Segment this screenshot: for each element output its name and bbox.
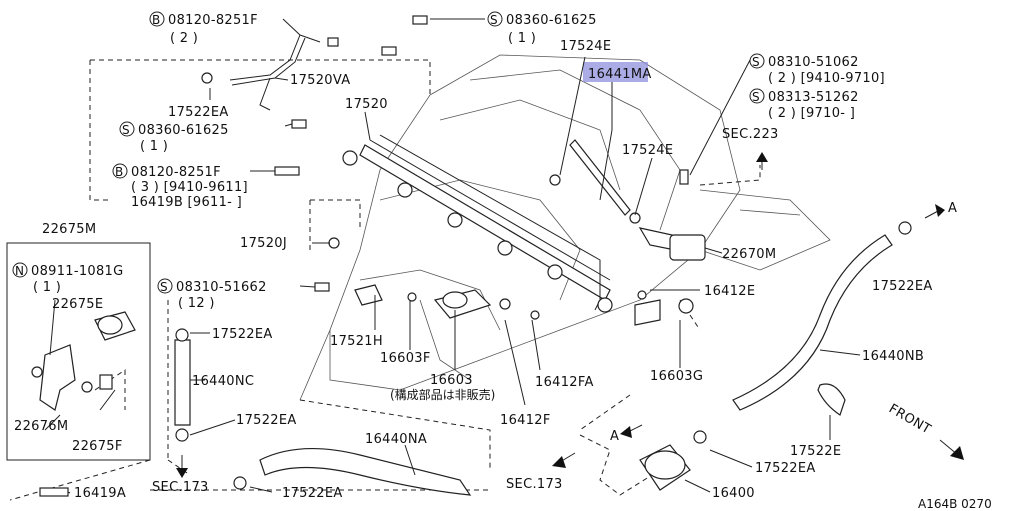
label-17524E-top: 17524E	[560, 39, 611, 54]
dashed-group-frames	[9, 59, 761, 501]
label-16412FA: 16412FA	[535, 375, 594, 390]
label-16440NC: 16440NC	[192, 374, 254, 389]
injector-port-3	[447, 212, 463, 228]
label-08313-51262: 08313-51262	[768, 90, 859, 105]
label-17520J: 17520J	[240, 236, 287, 251]
label-sec173-mid: SEC.173	[506, 477, 563, 492]
injector-port-5	[547, 264, 563, 280]
label-22675F: 22675F	[72, 439, 123, 454]
label-16603-note: (構成部品は非販売)	[390, 387, 495, 402]
label-front: FRONT	[886, 401, 933, 437]
label-17522E: 17522E	[790, 444, 841, 459]
label-sec173-left: SEC.173	[152, 480, 209, 495]
label-sec223: SEC.223	[722, 127, 779, 142]
label-16441MA: 16441MA	[588, 67, 652, 82]
hose-16440NA	[233, 447, 472, 496]
injector-port-1	[342, 150, 358, 166]
label-17524E-right: 17524E	[622, 143, 673, 158]
washer-17520J	[328, 237, 340, 249]
label-08360-61625-top: 08360-61625	[506, 13, 597, 28]
bolt-16419A	[39, 487, 69, 497]
bolt-08360-61625-top	[412, 15, 428, 25]
bolt-08120-8251F	[274, 166, 300, 176]
injector-port-6	[597, 297, 613, 313]
label-qty-9410-9710: ( 2 ) [9410-9710]	[768, 71, 885, 86]
bolt-08310-51062	[679, 169, 689, 185]
label-qty-9410-9611: ( 3 ) [9410-9611]	[131, 180, 248, 195]
label-08360-61625-mid: 08360-61625	[138, 123, 229, 138]
prefix-s-mid: S	[122, 123, 130, 137]
part-labels: B 08120-8251F ( 2 ) S 08360-61625 ( 1 ) …	[12, 11, 992, 511]
leader-lines	[44, 18, 861, 494]
bolt-upper	[381, 46, 397, 56]
hose-16440NC	[174, 328, 191, 478]
label-08120-8251F-top: 08120-8251F	[168, 13, 258, 28]
label-16400: 16400	[712, 486, 755, 501]
bolt-08360-61625-mid	[291, 119, 307, 129]
label-qty-1-mid: ( 1 )	[140, 139, 168, 154]
label-17522EA-low: 17522EA	[236, 413, 297, 428]
label-17521H: 17521H	[330, 334, 383, 349]
label-08911-1081G: 08911-1081G	[31, 264, 124, 279]
label-qty-1-top: ( 1 )	[508, 31, 536, 46]
label-A-top: A	[948, 201, 957, 216]
hose-17520VA	[201, 34, 339, 111]
label-22675E: 22675E	[52, 297, 103, 312]
label-16419B: 16419B [9611- ]	[131, 195, 242, 210]
label-qty-2-top: ( 2 )	[170, 31, 198, 46]
label-16412F: 16412F	[500, 413, 551, 428]
fuel-injector-16603	[354, 284, 694, 326]
label-22670M: 22670M	[722, 247, 776, 262]
label-08120-8251F-mid: 08120-8251F	[131, 165, 221, 180]
damper-bracket-group	[6, 242, 151, 461]
direction-arrows	[552, 152, 964, 468]
hose-16440NB	[732, 221, 912, 416]
label-17522EA-mid: 17522EA	[212, 327, 273, 342]
prefix-b-mid: B	[115, 165, 123, 179]
pressure-regulator-22670M	[669, 234, 706, 261]
bolt-08310-51662	[314, 282, 330, 292]
label-17522EA-bottom: 17522EA	[282, 486, 343, 501]
diagram-id: A164B 0270	[918, 497, 992, 511]
label-qty-12: ( 12 )	[178, 296, 215, 311]
label-17520VA: 17520VA	[290, 73, 350, 88]
label-08310-51062: 08310-51062	[768, 55, 859, 70]
label-16440NA: 16440NA	[365, 432, 427, 447]
label-16603F: 16603F	[380, 351, 431, 366]
fuel-filter-16400	[639, 430, 707, 491]
prefix-s-08310: S	[752, 55, 760, 69]
label-qty-9710: ( 2 ) [9710- ]	[768, 106, 855, 121]
label-A-low: A	[610, 429, 619, 444]
group-box-22675M	[6, 242, 151, 461]
label-17520: 17520	[345, 97, 388, 112]
prefix-s-top: S	[490, 13, 498, 27]
prefix-s-08313: S	[752, 90, 760, 104]
label-22675M: 22675M	[42, 222, 96, 237]
injector-port-2	[397, 182, 413, 198]
bolts	[39, 15, 689, 497]
label-16412E: 16412E	[704, 284, 755, 299]
label-17522EA-right: 17522EA	[872, 279, 933, 294]
label-17522EA-left: 17522EA	[168, 105, 229, 120]
label-17522EA-lower-right: 17522EA	[755, 461, 816, 476]
injector-port-4	[497, 240, 513, 256]
highlight-16441MA	[583, 62, 648, 82]
label-16603G: 16603G	[650, 369, 703, 384]
prefix-n: N	[15, 264, 24, 278]
fuel-rail-assembly	[342, 134, 706, 313]
label-16603: 16603	[430, 373, 473, 388]
label-16419A: 16419A	[74, 486, 126, 501]
label-22676M: 22676M	[14, 419, 68, 434]
prefix-b-top: B	[152, 13, 160, 27]
label-16440NB: 16440NB	[862, 349, 924, 364]
prefix-s-08310-51662: S	[160, 280, 168, 294]
label-08310-51662: 08310-51662	[176, 280, 267, 295]
seal-16603G	[678, 298, 694, 314]
label-qty-1-n: ( 1 )	[33, 280, 61, 295]
